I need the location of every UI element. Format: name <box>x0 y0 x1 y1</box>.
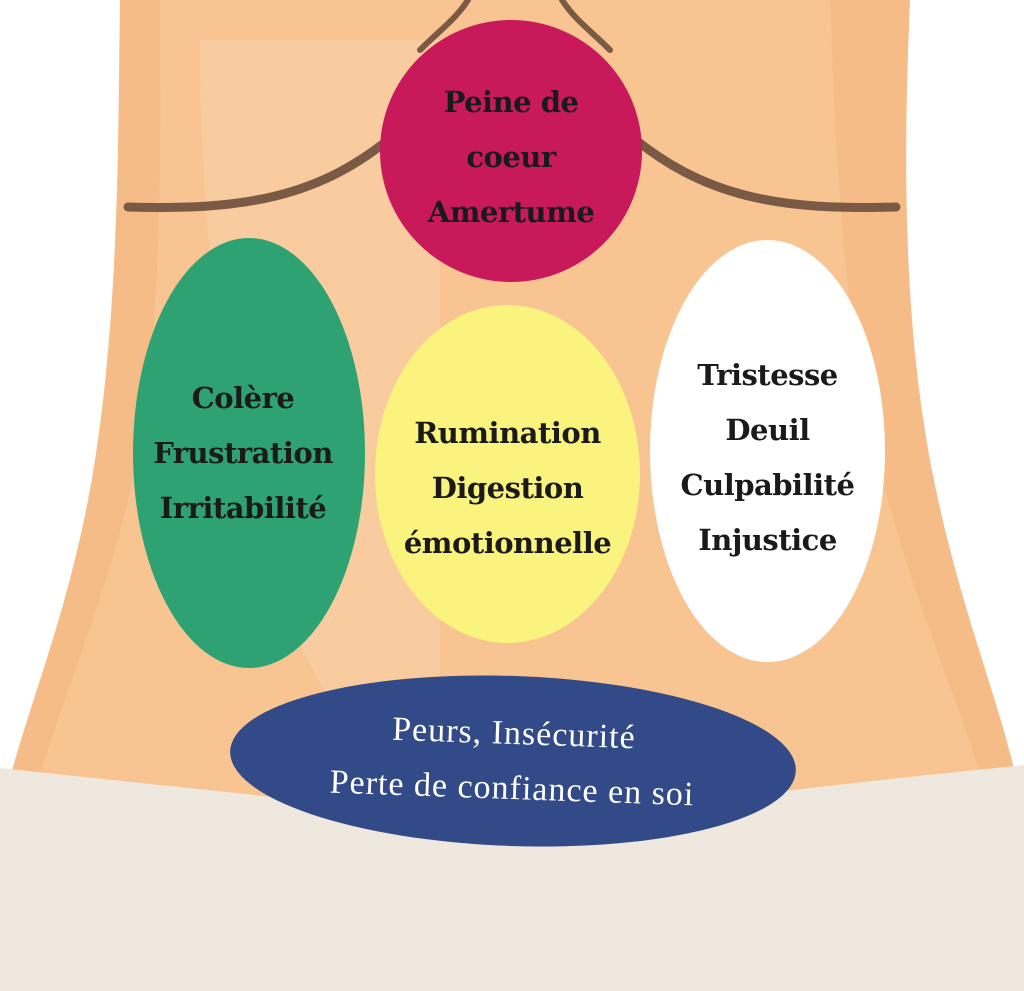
neck-line-right <box>559 0 613 53</box>
neck-line-left <box>417 0 471 53</box>
zone-stomach: Rumination Digestion émotionnelle <box>375 305 640 643</box>
zone-lungs: Tristesse Deuil Culpabilité Injustice <box>650 240 885 662</box>
zone-chest: Peine de coeur Amertume <box>380 20 642 282</box>
zone-chest-label: Peine de coeur Amertume <box>427 84 595 229</box>
zone-stomach-label: Rumination Digestion émotionnelle <box>403 415 612 560</box>
zone-liver-label: Colère Frustration Irritabilité <box>153 380 333 525</box>
zone-liver: Colère Frustration Irritabilité <box>133 238 365 668</box>
zone-lungs-label: Tristesse Deuil Culpabilité Injustice <box>680 358 855 557</box>
underwear <box>0 765 1024 991</box>
zone-lower-label: Peurs, Insécurité Perte de confiance en … <box>329 710 695 814</box>
